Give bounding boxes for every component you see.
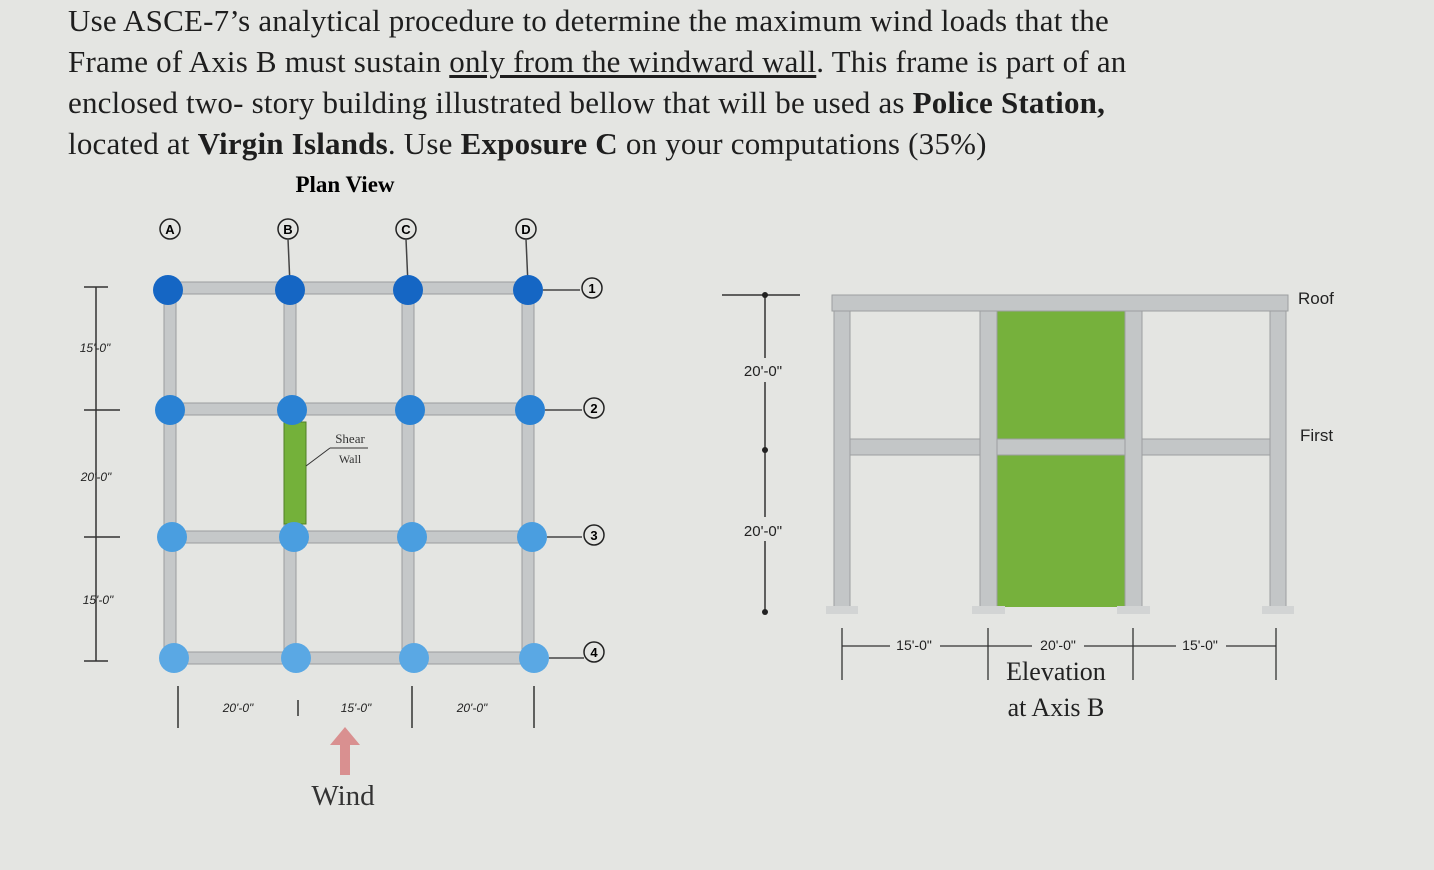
- wind-arrow-icon: [330, 727, 360, 775]
- column-a3: [157, 522, 187, 552]
- svg-text:4: 4: [590, 645, 598, 660]
- svg-text:3: 3: [590, 528, 597, 543]
- col-axis-d: D: [515, 218, 537, 240]
- problem-statement: Use ASCE-7’s analytical procedure to det…: [68, 0, 1298, 164]
- plan-view-title: Plan View: [295, 172, 394, 197]
- problem-line-4: located at Virgin Islands. Use Exposure …: [68, 126, 987, 161]
- plan-girders: [163, 287, 535, 659]
- shear-wall-callout: Shear Wall: [305, 431, 368, 467]
- plan-horizontal-dimension-ticks: [177, 686, 535, 728]
- svg-text:C: C: [401, 222, 411, 237]
- plan-dim-v-2: 20'-0": [80, 470, 112, 484]
- column-d3: [517, 522, 547, 552]
- elev-dim-story-2: 20'-0": [744, 363, 782, 380]
- column-c3: [397, 522, 427, 552]
- elev-dim-bay-3: 15'-0": [1182, 637, 1218, 653]
- row-axis-4: 4: [583, 641, 605, 663]
- column-b1: [275, 275, 305, 305]
- column-a1: [153, 275, 183, 305]
- elev-dim-story-1: 20'-0": [744, 523, 782, 540]
- problem-line-1: Use ASCE-7’s analytical procedure to det…: [68, 3, 1109, 38]
- wind-label: Wind: [311, 780, 375, 812]
- plan-shear-wall: [283, 421, 307, 525]
- plan-dim-v-1: 15'-0": [80, 341, 111, 355]
- svg-text:Wall: Wall: [339, 452, 362, 466]
- svg-text:B: B: [283, 222, 292, 237]
- plan-dim-h-1: 20'-0": [222, 701, 254, 715]
- plan-beams: [167, 281, 531, 665]
- svg-text:2: 2: [590, 401, 597, 416]
- column-c4: [399, 643, 429, 673]
- column-b3: [279, 522, 309, 552]
- elevation-shear-wall-lower: [997, 455, 1125, 607]
- col-axis-a: A: [159, 218, 181, 240]
- row-axis-2: 2: [583, 397, 605, 419]
- column-a4: [159, 643, 189, 673]
- occupancy-type: Police Station,: [912, 85, 1106, 120]
- col-axis-c: C: [395, 218, 417, 240]
- elevation-title-line-1: Elevation: [1006, 657, 1106, 686]
- column-c2: [395, 395, 425, 425]
- problem-line-3: enclosed two- story building illustrated…: [68, 85, 1106, 120]
- problem-line-2: Frame of Axis B must sustain only from t…: [68, 44, 1127, 79]
- row-axis-3: 3: [583, 524, 605, 546]
- column-a2: [155, 395, 185, 425]
- elev-dim-bay-1: 15'-0": [896, 637, 932, 653]
- plan-columns: [153, 275, 549, 673]
- exposure: Exposure C: [460, 126, 618, 161]
- plan-view: Plan View A B C D: [80, 172, 605, 812]
- elevation-view: 20'-0" 20'-0" Roof First: [722, 289, 1334, 722]
- svg-text:Shear: Shear: [335, 431, 365, 446]
- svg-text:A: A: [165, 222, 175, 237]
- elevation-supports: [826, 606, 1294, 614]
- plan-dim-h-3: 20'-0": [456, 701, 488, 715]
- elevation-title-line-2: at Axis B: [1008, 693, 1105, 722]
- row-axis-1: 1: [581, 277, 603, 299]
- svg-text:D: D: [521, 222, 530, 237]
- elevation-vertical-dimension-line: [722, 294, 800, 612]
- plan-dim-h-2: 15'-0": [341, 701, 372, 715]
- column-d4: [519, 643, 549, 673]
- plan-dim-v-3: 15'-0": [83, 593, 114, 607]
- underlined-phrase: only from the windward wall: [449, 44, 817, 79]
- column-b2: [277, 395, 307, 425]
- column-b4: [281, 643, 311, 673]
- level-roof-label: Roof: [1298, 289, 1334, 308]
- column-d2: [515, 395, 545, 425]
- column-c1: [393, 275, 423, 305]
- elev-dim-bay-2: 20'-0": [1040, 637, 1076, 653]
- level-first-label: First: [1300, 426, 1333, 445]
- svg-text:1: 1: [588, 281, 595, 296]
- row-axis-leaders: [543, 289, 584, 659]
- column-d1: [513, 275, 543, 305]
- col-axis-b: B: [277, 218, 299, 240]
- plan-vertical-dimension-line: [84, 286, 120, 662]
- elevation-shear-wall-upper: [997, 311, 1125, 439]
- location: Virgin Islands: [197, 126, 388, 161]
